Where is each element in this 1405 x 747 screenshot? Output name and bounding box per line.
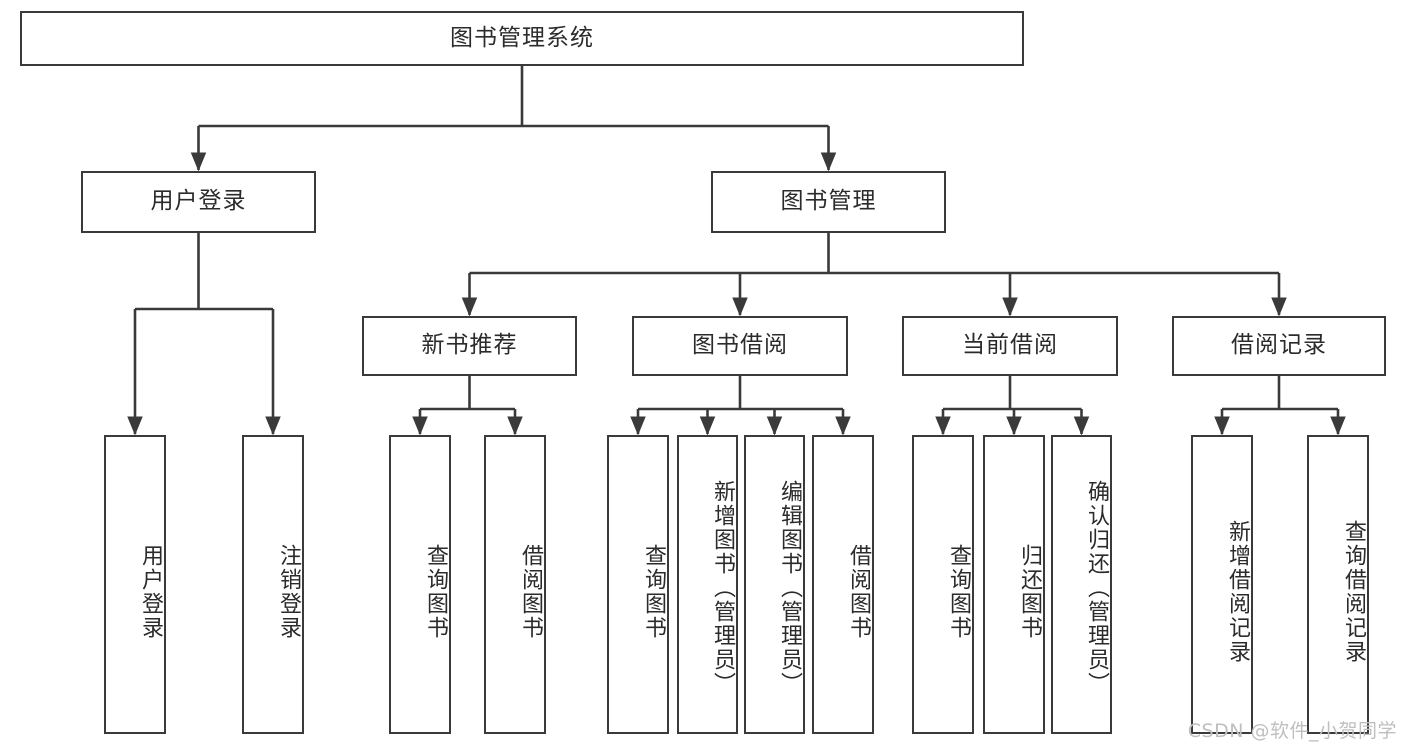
arrowhead-icon	[820, 152, 837, 172]
arrowhead-icon	[1002, 297, 1018, 317]
node-root[interactable]: 图书管理系统	[20, 11, 1024, 66]
arrowhead-icon	[507, 416, 523, 436]
arrowhead-icon	[1330, 416, 1346, 436]
arrowhead-icon	[461, 297, 478, 317]
arrowhead-icon	[732, 297, 748, 317]
node-leaf-logout[interactable]: 注销登录	[242, 435, 304, 734]
arrowhead-icon	[1073, 416, 1090, 436]
node-leaf-edit-book[interactable]: 编辑图书（管理员）	[744, 435, 805, 734]
node-new-book-rec[interactable]: 新书推荐	[362, 316, 577, 376]
node-label: 当前借阅	[962, 332, 1058, 359]
arrowhead-icon	[127, 416, 143, 436]
node-label: 新增借阅记录	[1225, 519, 1250, 664]
node-current-borrow[interactable]: 当前借阅	[902, 316, 1118, 376]
arrowhead-icon	[699, 416, 716, 436]
node-label: 查询图书	[641, 543, 666, 640]
node-label: 借阅图书	[518, 543, 543, 640]
node-borrow-record[interactable]: 借阅记录	[1172, 316, 1386, 376]
arrowhead-icon	[766, 416, 783, 436]
arrowhead-icon	[412, 416, 428, 436]
node-label: 编辑图书（管理员）	[777, 479, 802, 696]
node-book-borrow[interactable]: 图书借阅	[632, 316, 848, 376]
node-leaf-query-book-bb[interactable]: 查询图书	[607, 435, 669, 734]
node-label: 注销登录	[276, 543, 301, 640]
node-leaf-borrow-book-rec[interactable]: 借阅图书	[484, 435, 546, 734]
node-leaf-add-book[interactable]: 新增图书（管理员）	[677, 435, 738, 734]
watermark: CSDN @软件_小贺同学	[1187, 720, 1397, 742]
node-label: 借阅记录	[1231, 332, 1327, 359]
node-label: 图书管理系统	[450, 24, 594, 51]
arrowhead-icon	[630, 416, 646, 436]
node-label: 借阅图书	[846, 543, 871, 640]
node-label: 图书借阅	[692, 332, 788, 359]
node-label: 用户登录	[138, 543, 163, 640]
node-user-login[interactable]: 用户登录	[81, 171, 316, 233]
node-label: 归还图书	[1017, 543, 1042, 640]
node-label: 用户登录	[150, 188, 247, 215]
node-label: 查询借阅记录	[1341, 519, 1366, 664]
node-label: 查询图书	[423, 543, 448, 640]
arrowhead-icon	[265, 416, 281, 436]
node-label: 新书推荐	[421, 332, 518, 359]
node-leaf-borrow-book-bb[interactable]: 借阅图书	[812, 435, 874, 734]
node-leaf-confirm-return[interactable]: 确认归还（管理员）	[1051, 435, 1112, 734]
node-book-manage[interactable]: 图书管理	[711, 171, 946, 233]
node-leaf-user-login[interactable]: 用户登录	[104, 435, 166, 734]
arrowhead-icon	[1006, 416, 1022, 436]
node-leaf-add-record[interactable]: 新增借阅记录	[1191, 435, 1253, 734]
node-label: 新增图书（管理员）	[710, 479, 735, 696]
node-leaf-return-book[interactable]: 归还图书	[983, 435, 1045, 734]
node-label: 图书管理	[780, 188, 877, 215]
node-leaf-query-record[interactable]: 查询借阅记录	[1307, 435, 1369, 734]
node-leaf-query-book-rec[interactable]: 查询图书	[389, 435, 451, 734]
node-label: 查询图书	[946, 543, 971, 640]
arrowhead-icon	[1214, 416, 1230, 436]
arrowhead-icon	[190, 152, 207, 172]
arrowhead-icon	[935, 416, 951, 436]
node-leaf-query-book-cb[interactable]: 查询图书	[912, 435, 974, 734]
arrowhead-icon	[1271, 297, 1287, 317]
arrowhead-icon	[835, 416, 851, 436]
node-label: 确认归还（管理员）	[1084, 479, 1109, 696]
